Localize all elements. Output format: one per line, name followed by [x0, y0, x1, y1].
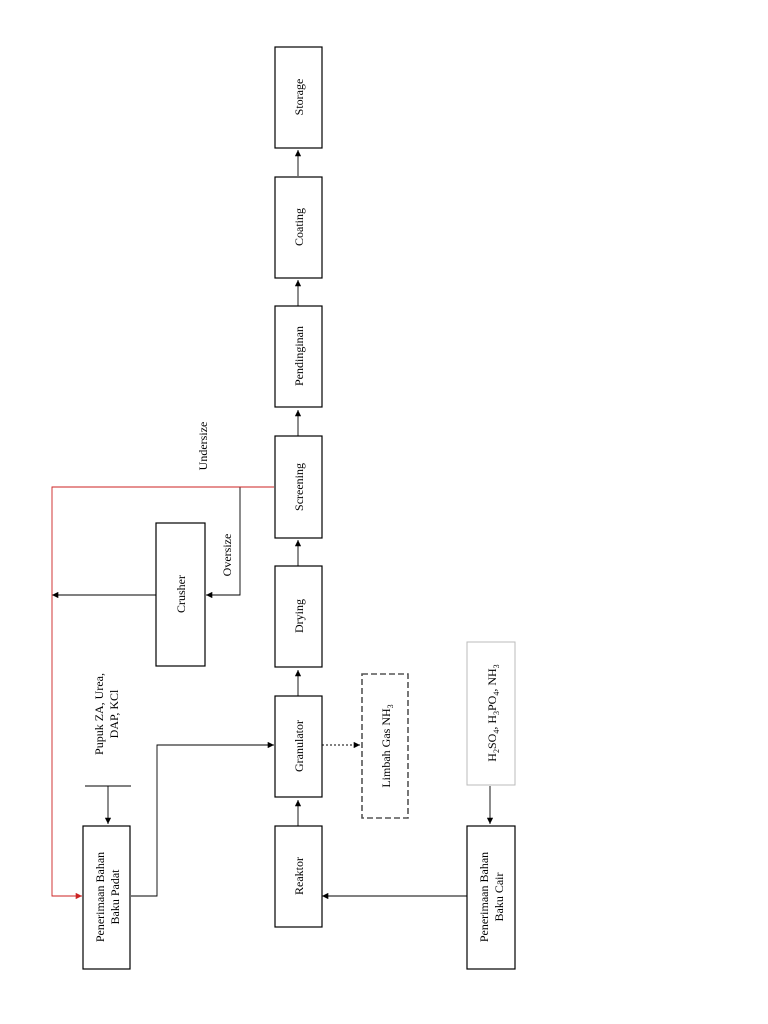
node-coating-label: Coating [292, 208, 306, 246]
line-padat-to-granulator [131, 741, 274, 897]
label-undersize: Undersize [196, 422, 210, 471]
node-limbah-gas: Limbah Gas NH3 [361, 673, 409, 819]
connectors [51, 150, 494, 900]
node-granulator: Granulator [274, 695, 323, 798]
node-limbah-gas-label: Limbah Gas NH3 [379, 704, 395, 787]
node-cair: Penerimaan Bahan Baku Cair [466, 825, 516, 970]
node-padat: Penerimaan Bahan Baku Padat [82, 825, 131, 970]
node-drying: Drying [274, 565, 323, 668]
node-storage: Storage [274, 46, 323, 149]
node-screening: Screening [274, 435, 323, 539]
liquid-feed-label: H2SO4, H3PO4, NH3 [485, 664, 501, 761]
node-crusher: Crusher [155, 522, 206, 667]
line-oversize-to-crusher [206, 486, 274, 599]
node-pendinginan-label: Pendinginan [292, 326, 306, 386]
node-drying-label: Drying [292, 599, 306, 633]
node-cair-line2: Baku Cair [492, 873, 506, 922]
node-storage-label: Storage [292, 79, 306, 116]
node-padat-line1: Penerimaan Bahan [93, 852, 107, 942]
node-granulator-label: Granulator [292, 720, 306, 772]
label-solid-feed-line1: Pupuk ZA, Urea, [92, 673, 106, 755]
node-crusher-label: Crusher [174, 575, 188, 613]
node-reaktor: Reaktor [274, 825, 323, 928]
line-undersize-recycle [51, 486, 274, 900]
label-solid-feed-line2: DAP, KCl [107, 689, 121, 738]
node-pendinginan: Pendinginan [274, 305, 323, 408]
node-cair-line1: Penerimaan Bahan [477, 852, 491, 942]
node-screening-label: Screening [292, 463, 306, 511]
label-oversize: Oversize [220, 534, 234, 577]
node-reaktor-label: Reaktor [292, 857, 306, 895]
node-coating: Coating [274, 176, 323, 279]
liquid-feed-box: H2SO4, H3PO4, NH3 [466, 641, 516, 786]
node-padat-line2: Baku Padat [108, 869, 122, 925]
